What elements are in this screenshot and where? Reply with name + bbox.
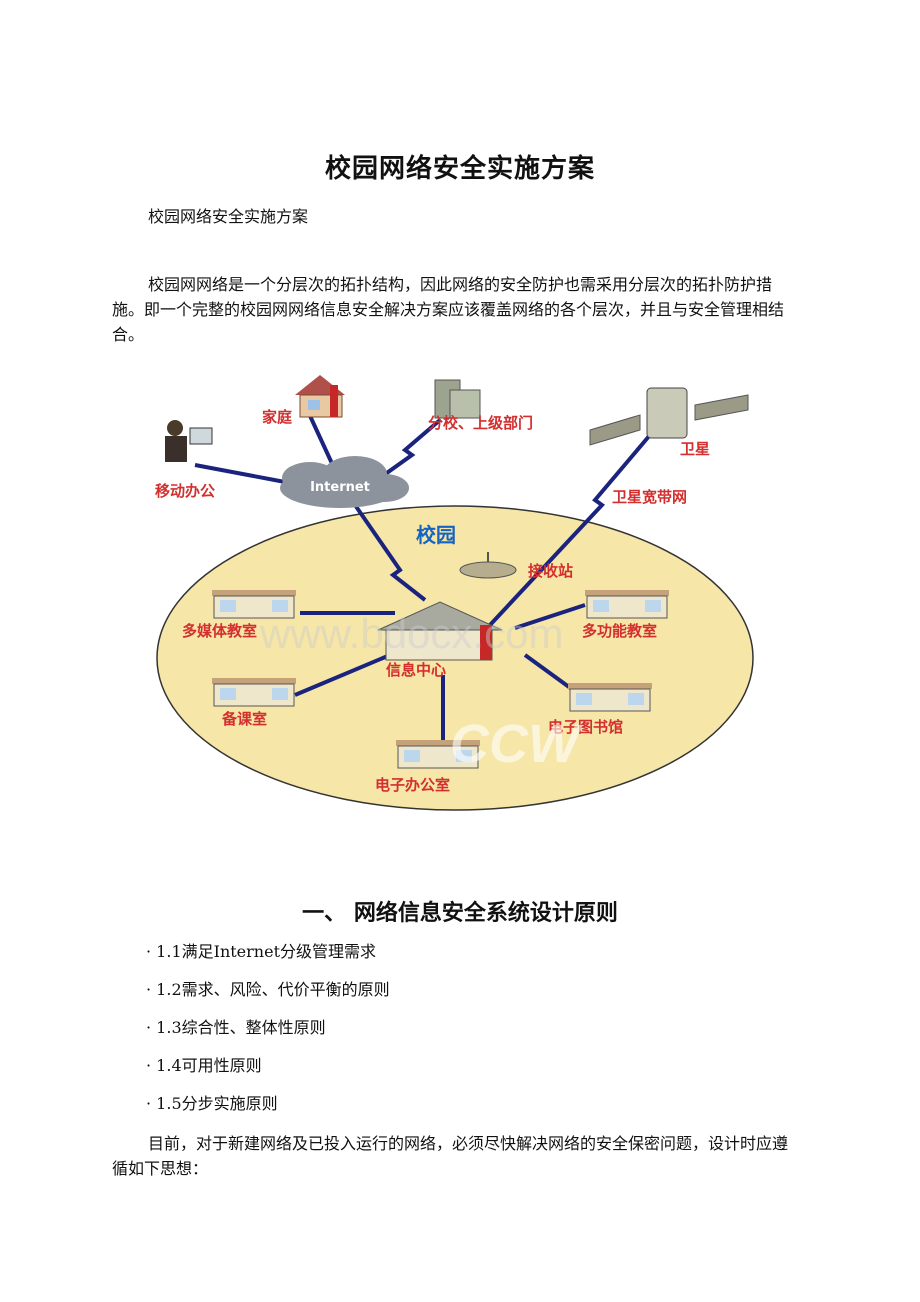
home-label: 家庭: [262, 408, 293, 426]
e-library-label: 电子图书馆: [548, 718, 623, 736]
list-item: · 1.1满足Internet分级管理需求: [146, 942, 376, 961]
internet-cloud-icon: [280, 456, 409, 508]
receiving-station-icon: [459, 552, 517, 579]
intro-paragraph: 校园网网络是一个分层次的拓扑结构，因此网络的安全防护也需采用分层次的拓扑防护措施…: [112, 275, 785, 344]
list-item: · 1.2需求、风险、代价平衡的原则: [146, 980, 390, 999]
info-center-icon: [377, 601, 503, 661]
watermark-ccw: CCW: [450, 714, 583, 774]
page-title: 校园网络安全实施方案: [324, 154, 595, 184]
info-center-label: 信息中心: [386, 661, 446, 679]
home-icon: [295, 375, 345, 418]
receiving-station-label: 接收站: [528, 562, 573, 580]
network-links: [194, 404, 652, 745]
list-item: · 1.5分步实施原则: [146, 1094, 278, 1113]
branch-building-icon: [434, 379, 481, 419]
multifunction-room-label: 多功能教室: [582, 622, 657, 640]
watermark-bdocx: www.bdocx.com: [259, 610, 563, 657]
subtitle: 校园网络安全实施方案: [148, 207, 309, 226]
branch-label: 分校、上级部门: [428, 414, 533, 432]
multimedia-room-label: 多媒体教室: [182, 622, 257, 640]
principles-list: · 1.1满足Internet分级管理需求 · 1.2需求、风险、代价平衡的原则…: [146, 940, 390, 1130]
internet-label: Internet: [310, 480, 370, 495]
campus-label: 校园: [416, 523, 456, 547]
prep-room-icon: [212, 678, 296, 707]
satellite-icon: [589, 387, 749, 446]
list-item: · 1.3综合性、整体性原则: [146, 1018, 326, 1037]
e-office-label: 电子办公室: [375, 776, 450, 794]
e-library-icon: [568, 683, 652, 712]
multimedia-room-icon: [212, 590, 296, 619]
campus-network-diagram: Internet 家庭 分校、上级部门 卫星 移动办公 卫星宽带网 校园 接收站: [155, 375, 754, 811]
closing-paragraph: 目前，对于新建网络及已投入运行的网络，必须尽快解决网络的安全保密问题，设计时应遵…: [112, 1134, 789, 1178]
satellite-broadband-label: 卫星宽带网: [612, 488, 687, 506]
list-item: · 1.4可用性原则: [146, 1056, 262, 1075]
mobile-office-icon: [165, 420, 213, 462]
satellite-label: 卫星: [680, 440, 710, 458]
prep-room-label: 备课室: [221, 710, 267, 728]
section-heading: 一、 网络信息安全系统设计原则: [302, 900, 618, 926]
e-office-icon: [396, 740, 480, 769]
multifunction-room-icon: [585, 590, 669, 619]
mobile-office-label: 移动办公: [155, 482, 215, 500]
